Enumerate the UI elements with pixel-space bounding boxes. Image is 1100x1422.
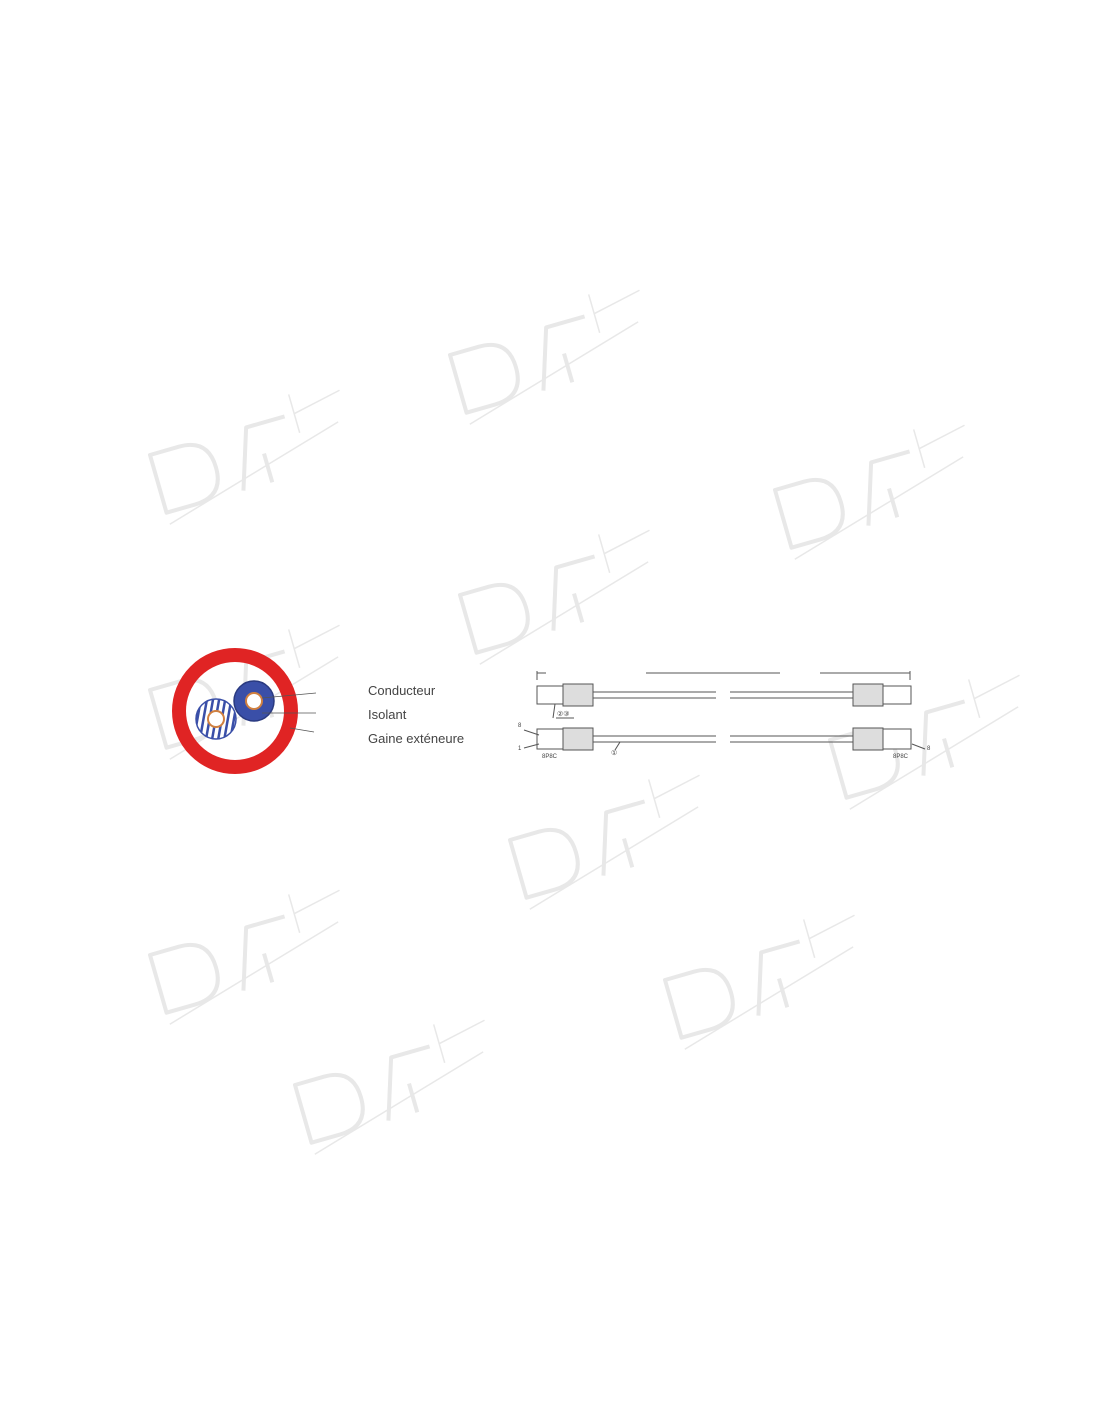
- callout-pin1-left: 1: [518, 746, 522, 752]
- label-outer-sheath: Gaine exténeure: [368, 731, 465, 746]
- callout-ref-cable: ①: [611, 750, 618, 757]
- callout-pin8-right: 8: [927, 746, 931, 752]
- conductor: [245, 692, 263, 710]
- conductor: [207, 710, 225, 728]
- callout-type-right: 8P8C: [893, 754, 909, 760]
- callout-pin8-left: 8: [518, 723, 522, 729]
- label-conductor: Conducteur: [368, 683, 436, 698]
- patch-cable-drawing: [523, 671, 926, 751]
- outer-sheath: [172, 648, 298, 774]
- callout-ref-top: ②③: [557, 711, 570, 718]
- callout-type-left: 8P8C: [542, 754, 558, 760]
- label-insulator: Isolant: [368, 707, 407, 722]
